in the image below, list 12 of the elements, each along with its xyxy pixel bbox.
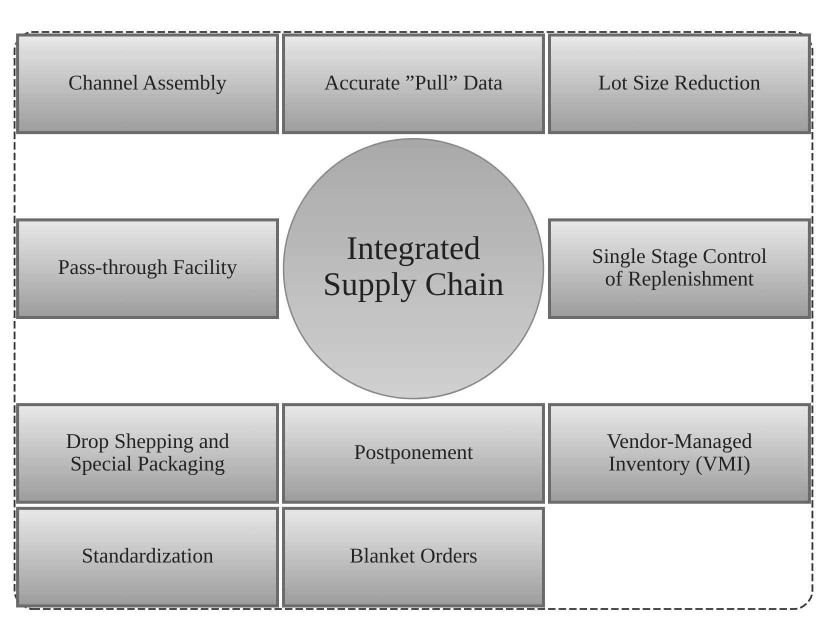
node-box: Postponement <box>282 402 545 504</box>
node-box: Vendor-Managed Inventory (VMI) <box>548 402 811 504</box>
node-box: Lot Size Reduction <box>548 33 811 134</box>
cluster <box>14 30 814 610</box>
node-box: Blanket Orders <box>282 506 545 607</box>
node-box: Standardization <box>16 506 280 607</box>
node-box: Single Stage Control of Replenishment <box>548 218 811 318</box>
node-box: Drop Shepping and Special Packaging <box>16 402 280 504</box>
node-box: Accurate ”Pull” Data <box>282 33 545 134</box>
node-box: Channel Assembly <box>16 33 280 134</box>
node-circle: Integrated Supply Chain <box>282 137 544 399</box>
node-box: Pass-through Facility <box>16 218 280 318</box>
